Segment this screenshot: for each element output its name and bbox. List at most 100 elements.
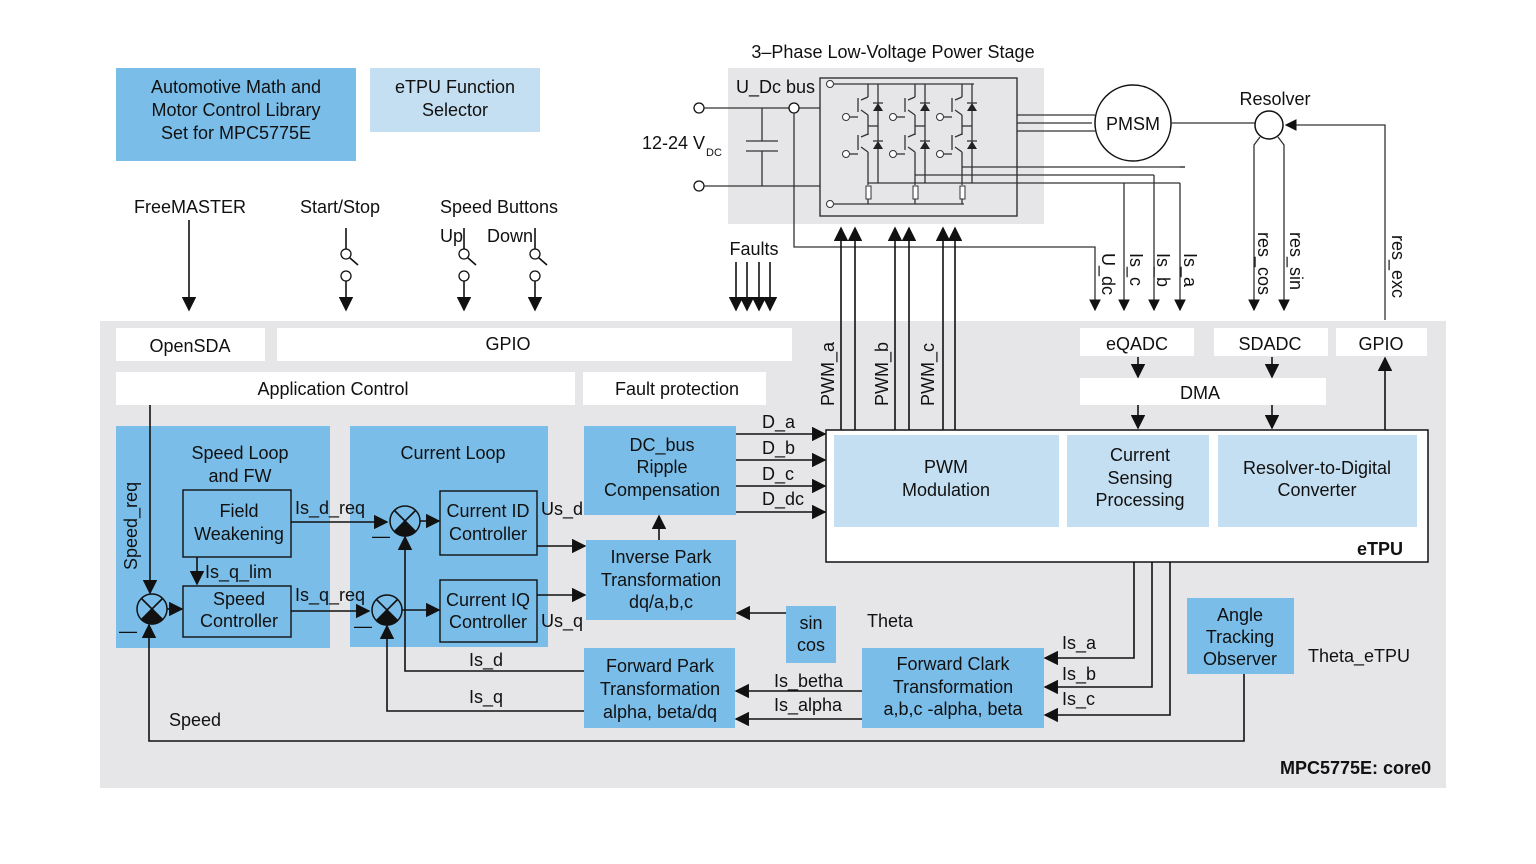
speed-minus-sign: — — [119, 621, 137, 641]
resolver-icon — [1254, 110, 1284, 140]
etpu-block: PWM Modulation Current Sensing Processin… — [825, 429, 1429, 563]
speed-buttons-label: Speed Buttons — [440, 197, 558, 217]
forward-clark-block: Forward Clark Transformation a,b,c -alph… — [862, 648, 1044, 728]
gpio-right-block: GPIO — [1336, 328, 1427, 356]
is-d-label: Is_d — [469, 650, 503, 671]
dc-bus-ripple-compensation-block: DC_bus Ripple Compensation — [584, 426, 736, 515]
angle-tracking-line-1: Angle — [1217, 605, 1263, 625]
etpu-selector-line-2: Selector — [422, 100, 488, 120]
gpio-label: GPIO — [485, 334, 530, 354]
is-q-lim-label: Is_q_lim — [205, 562, 272, 583]
dc-bus-line-3: Compensation — [604, 480, 720, 500]
gpio-block: GPIO — [277, 328, 792, 361]
fault-protection-block: Fault protection — [583, 372, 766, 405]
is-a-feedback-label: Is_a — [1179, 253, 1200, 288]
pmsm-motor: PMSM — [1094, 84, 1172, 162]
forward-park-block: Forward Park Transformation alpha, beta/… — [584, 648, 735, 728]
field-weakening-line-2: Weakening — [194, 524, 284, 544]
is-c-label: Is_c — [1062, 689, 1095, 710]
d-b-label: D_b — [762, 438, 795, 459]
d-a-label: D_a — [762, 412, 796, 433]
inverse-park-line-1: Inverse Park — [610, 547, 712, 567]
mcu-core-label: MPC5775E: core0 — [1280, 758, 1431, 778]
speed-up-switch-icon[interactable] — [456, 228, 477, 312]
forward-clark-line-1: Forward Clark — [896, 654, 1010, 674]
terminal-positive-icon — [693, 102, 705, 114]
current-id-line-1: Current ID — [446, 501, 529, 521]
dc-bus-line-2: Ripple — [636, 457, 687, 477]
id-minus-sign: — — [372, 526, 390, 546]
current-sensing-line-1: Current — [1110, 445, 1170, 465]
speed-controller-line-2: Controller — [200, 611, 278, 631]
pwm-lines — [833, 226, 963, 430]
inverse-park-block: Inverse Park Transformation dq/a,b,c — [586, 540, 736, 620]
start-stop-label: Start/Stop — [300, 197, 380, 217]
terminal-negative-icon — [693, 180, 705, 192]
pwm-a-label: PWM_a — [818, 341, 839, 406]
etpu-selector-line-1: eTPU Function — [395, 77, 515, 97]
field-weakening-line-1: Field — [219, 501, 258, 521]
speed-down-switch-icon[interactable] — [527, 228, 548, 312]
etpu-label: eTPU — [1357, 539, 1403, 559]
speed-summing-junction-icon — [136, 593, 168, 625]
dc-bus-line-1: DC_bus — [629, 435, 694, 456]
speed-loop-line-2: and FW — [208, 466, 271, 486]
current-iq-line-1: Current IQ — [446, 590, 530, 610]
capacitor-icon — [746, 108, 778, 186]
supply-voltage-label: 12-24 V — [642, 133, 705, 153]
sdadc-block: SDADC — [1214, 328, 1328, 356]
start-stop-switch-icon[interactable] — [338, 228, 359, 312]
speed-label: Speed — [169, 710, 221, 730]
fault-protection-label: Fault protection — [615, 379, 739, 399]
d-c-label: D_c — [762, 464, 794, 485]
eqadc-label: eQADC — [1106, 334, 1168, 354]
pwm-modulation-line-2: Modulation — [902, 480, 990, 500]
dma-block: DMA — [1080, 378, 1326, 405]
sin-label: sin — [799, 613, 822, 633]
sin-cos-block: sin cos — [786, 606, 836, 663]
gpio-right-label: GPIO — [1358, 334, 1403, 354]
pwm-b-label: PWM_b — [872, 342, 893, 406]
library-line-1: Automotive Math and — [151, 77, 321, 97]
etpu-function-selector-block: eTPU Function Selector — [370, 68, 540, 132]
application-control-block: Application Control — [116, 372, 575, 405]
resolver-to-digital-line-2: Converter — [1277, 480, 1356, 500]
theta-label: Theta — [867, 611, 914, 631]
is-q-label: Is_q — [469, 687, 503, 708]
is-b-label: Is_b — [1062, 664, 1096, 685]
power-stage-title: 3–Phase Low-Voltage Power Stage — [751, 42, 1034, 62]
u-dc-label: U_dc — [1097, 253, 1118, 295]
forward-park-line-2: Transformation — [600, 679, 720, 699]
current-loop-block: Current Loop Current ID Controller Curre… — [350, 426, 548, 647]
speed-loop-line-1: Speed Loop — [191, 443, 288, 463]
angle-tracking-observer-block: Angle Tracking Observer — [1187, 598, 1294, 674]
power-stage: 3–Phase Low-Voltage Power Stage U_Dc bus… — [642, 42, 1185, 224]
speed-req-label: Speed_req — [121, 482, 142, 570]
us-q-label: Us_q — [541, 611, 583, 632]
res-cos-label: res_cos — [1253, 232, 1274, 295]
angle-tracking-line-2: Tracking — [1206, 627, 1274, 647]
library-line-3: Set for MPC5775E — [161, 123, 311, 143]
resolver-to-digital-line-1: Resolver-to-Digital — [1243, 458, 1391, 478]
udc-sense-node-icon — [788, 102, 800, 114]
inverse-park-line-3: dq/a,b,c — [629, 592, 693, 612]
is-betha-label: Is_betha — [774, 671, 844, 692]
d-dc-label: D_dc — [762, 489, 804, 510]
is-b-feedback-label: Is_b — [1152, 253, 1173, 287]
library-line-2: Motor Control Library — [151, 100, 320, 120]
dma-label: DMA — [1180, 383, 1220, 403]
field-weakening-box — [182, 489, 292, 558]
udc-bus-label: U_Dc bus — [736, 77, 815, 98]
iq-minus-sign: — — [354, 616, 372, 636]
is-alpha-label: Is_alpha — [774, 695, 843, 716]
pwm-c-label: PWM_c — [918, 343, 939, 406]
res-exc-label: res_exc — [1387, 235, 1408, 298]
res-sin-label: res_sin — [1285, 232, 1306, 290]
forward-clark-line-2: Transformation — [893, 677, 1013, 697]
fault-arrows — [728, 262, 778, 312]
library-block: Automotive Math and Motor Control Librar… — [116, 68, 356, 161]
pwm-modulation-line-1: PWM — [924, 457, 968, 477]
inverter-bridge-icon — [819, 77, 1185, 217]
faults-label: Faults — [729, 239, 778, 259]
theta-etpu-label: Theta_eTPU — [1308, 646, 1410, 667]
